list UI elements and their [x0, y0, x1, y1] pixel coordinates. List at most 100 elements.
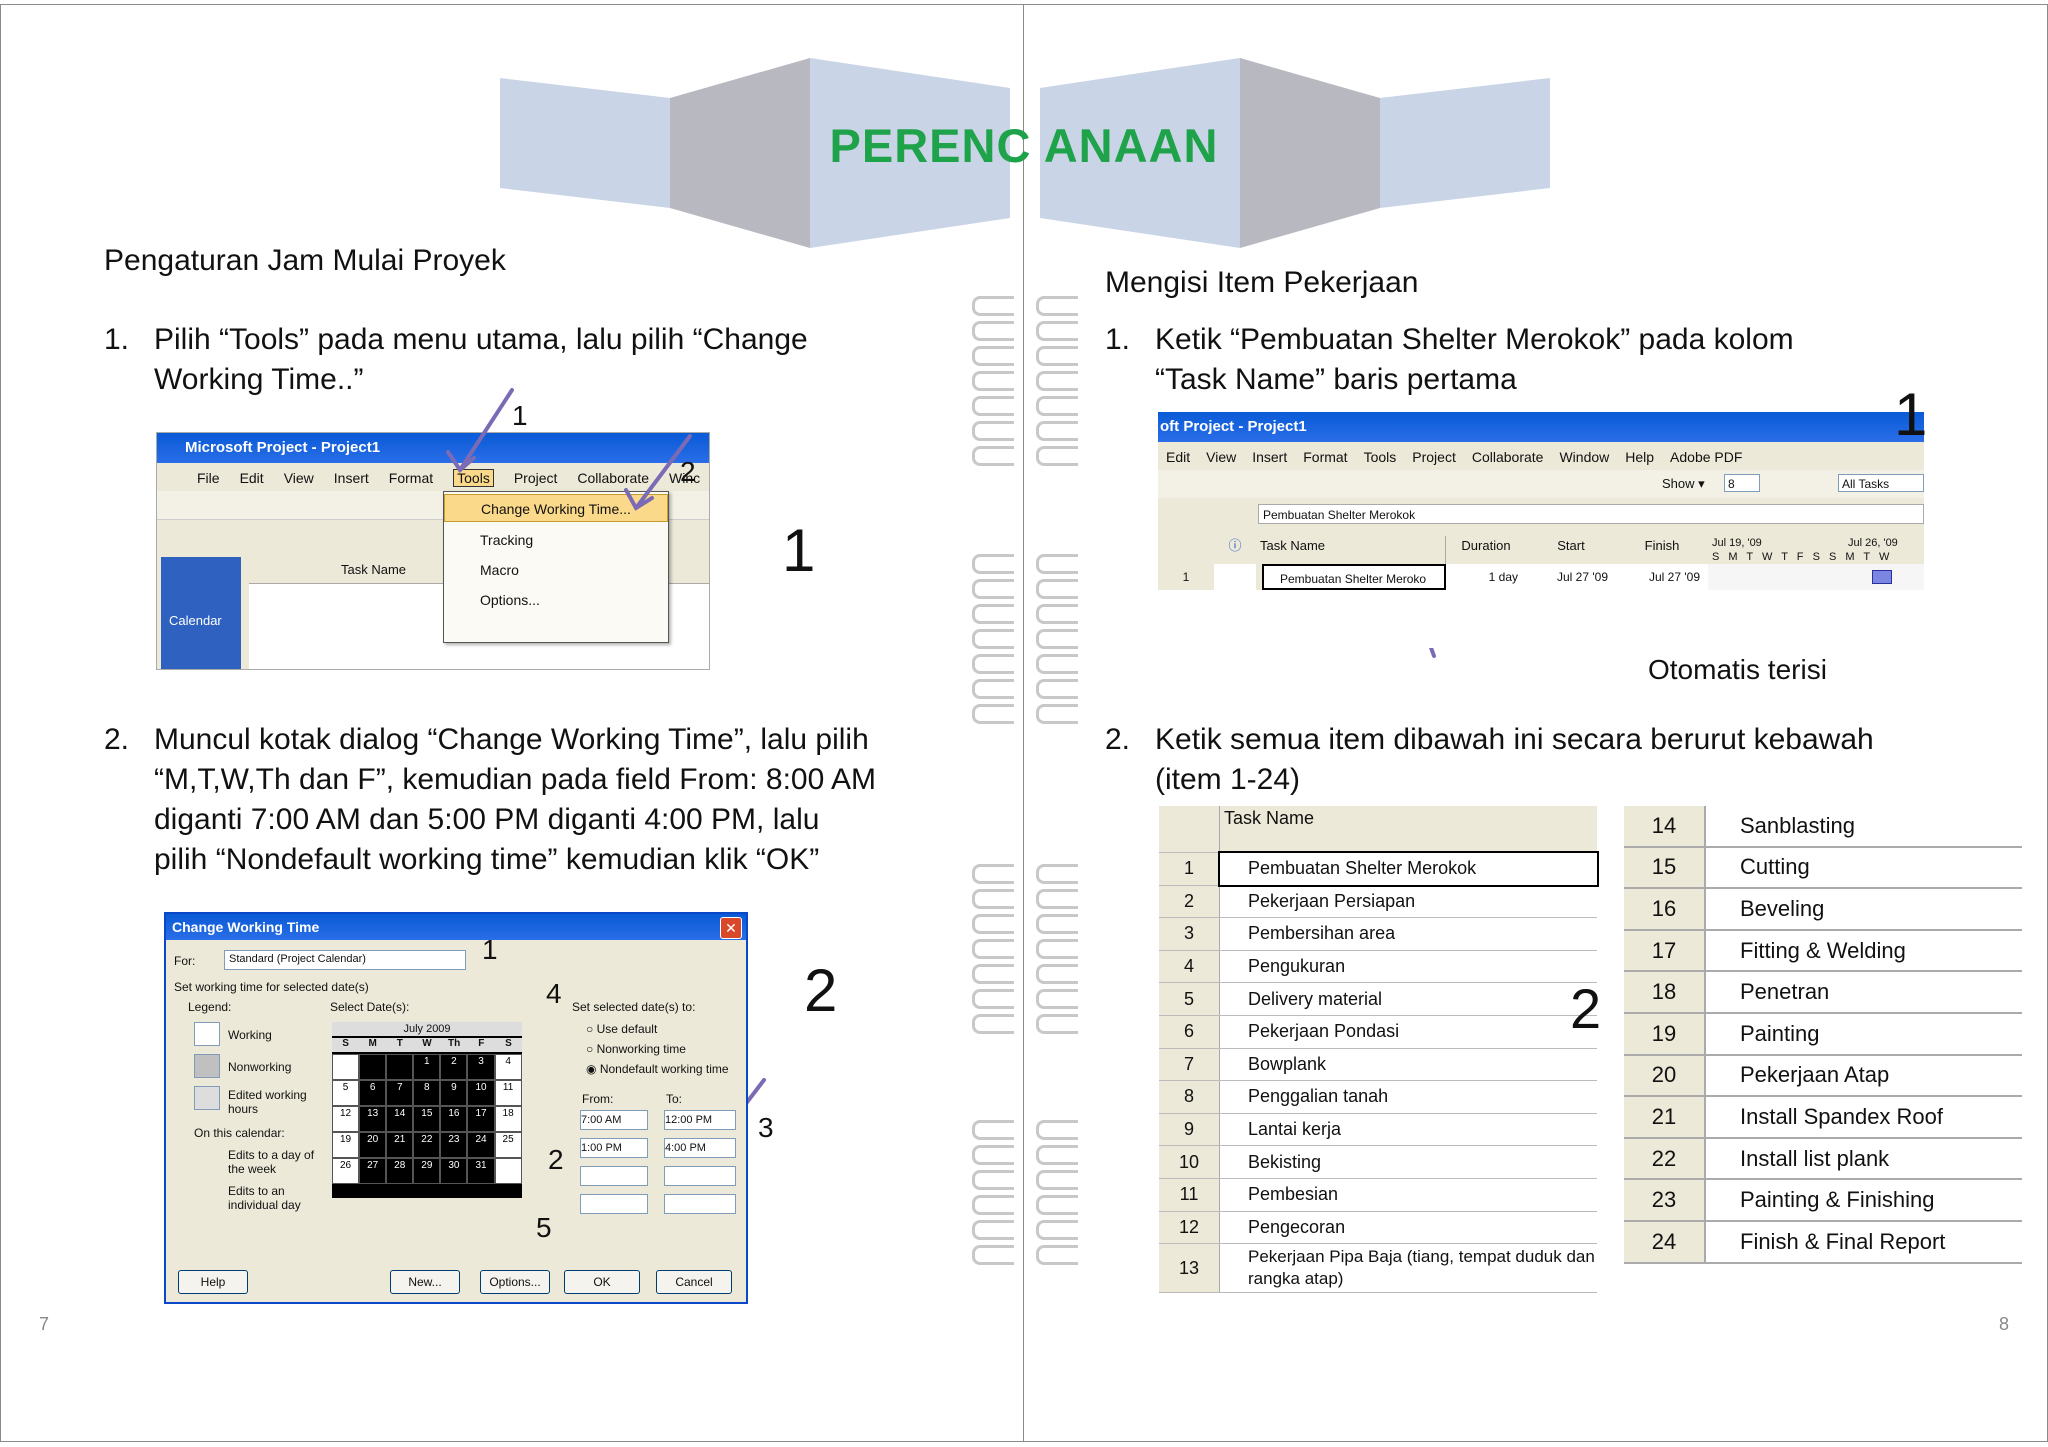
task-name-cell[interactable]: Sanblasting: [1705, 806, 2022, 848]
task-name-cell[interactable]: Pekerjaan Atap: [1705, 1054, 2022, 1098]
for-select[interactable]: Standard (Project Calendar): [224, 950, 466, 970]
calendar-day[interactable]: [494, 1158, 522, 1184]
calendar-day[interactable]: 31: [467, 1158, 495, 1184]
calendar-day[interactable]: 20: [359, 1132, 387, 1158]
weekday-label[interactable]: T: [396, 1038, 403, 1049]
to-field-3[interactable]: [664, 1166, 736, 1186]
menu-item-tracking[interactable]: Tracking: [480, 532, 534, 548]
weekday-label[interactable]: F: [478, 1038, 485, 1049]
task-name-cell[interactable]: Finish & Final Report: [1705, 1220, 2022, 1264]
calendar-day[interactable]: 10: [467, 1080, 495, 1106]
calendar-day[interactable]: 4: [494, 1054, 522, 1080]
calendar-day[interactable]: 16: [440, 1106, 468, 1132]
calendar-day[interactable]: 22: [413, 1132, 441, 1158]
calendar-day[interactable]: 14: [386, 1106, 414, 1132]
menu-item-change-working-time[interactable]: Change Working Time...: [444, 494, 668, 522]
calendar-day[interactable]: 8: [413, 1080, 441, 1106]
calendar-view-label[interactable]: Calendar: [169, 613, 222, 628]
entry-bar[interactable]: Pembuatan Shelter Merokok: [1258, 504, 1924, 524]
to-field-1[interactable]: 12:00 PM: [664, 1110, 736, 1130]
menu-file[interactable]: File: [197, 470, 220, 486]
calendar-day[interactable]: 9: [440, 1080, 468, 1106]
ok-button[interactable]: OK: [564, 1270, 640, 1294]
task-name-cell[interactable]: Penetran: [1705, 971, 2022, 1014]
calendar-day[interactable]: 30: [440, 1158, 468, 1184]
menu-collaborate[interactable]: Collaborate: [577, 470, 650, 486]
task-name-cell[interactable]: Delivery material: [1219, 982, 1597, 1016]
menu-window[interactable]: Window: [1559, 449, 1610, 465]
menu-tools[interactable]: Tools: [453, 469, 494, 487]
calendar-day[interactable]: [332, 1054, 360, 1080]
weekday-label[interactable]: M: [368, 1038, 377, 1049]
show-dropdown[interactable]: Show ▾: [1662, 476, 1705, 491]
menu-edit[interactable]: Edit: [239, 470, 264, 486]
weekday-label[interactable]: S: [505, 1038, 512, 1049]
calendar-day[interactable]: 28: [386, 1158, 414, 1184]
radio-use-default[interactable]: ○ Use default: [586, 1022, 658, 1036]
task-name-cell[interactable]: Pengukuran: [1219, 950, 1597, 984]
calendar-day[interactable]: 11: [494, 1080, 522, 1106]
calendar-day[interactable]: 15: [413, 1106, 441, 1132]
task-name-cell[interactable]: Penggalian tanah: [1219, 1080, 1597, 1114]
duration-cell[interactable]: 1 day: [1446, 564, 1526, 590]
to-field-4[interactable]: [664, 1194, 736, 1214]
from-field-3[interactable]: [580, 1166, 648, 1186]
task-name-cell[interactable]: Pembesian: [1219, 1178, 1597, 1212]
calendar-day[interactable]: 6: [359, 1080, 387, 1106]
task-name-cell[interactable]: Cutting: [1705, 846, 2022, 890]
calendar-day[interactable]: 18: [494, 1106, 522, 1132]
menu-project[interactable]: Project: [513, 470, 558, 486]
task-name-cell[interactable]: Pembersihan area: [1219, 917, 1597, 951]
task-name-cell[interactable]: Fitting & Welding: [1705, 929, 2022, 973]
task-name-cell[interactable]: Pembuatan Shelter Merokok: [1217, 850, 1599, 888]
radio-nondefault[interactable]: ◉ Nondefault working time: [586, 1062, 729, 1076]
menu-insert[interactable]: Insert: [333, 470, 369, 486]
task-name-cell[interactable]: Install list plank: [1705, 1137, 2022, 1181]
radio-nonworking[interactable]: ○ Nonworking time: [586, 1042, 686, 1056]
task-name-cell[interactable]: Pembuatan Shelter Meroko: [1262, 564, 1446, 590]
menu-item-options[interactable]: Options...: [480, 592, 540, 608]
filter-field[interactable]: All Tasks: [1838, 474, 1924, 492]
close-icon[interactable]: ✕: [720, 917, 742, 939]
menu-view[interactable]: View: [1206, 449, 1237, 465]
calendar-day[interactable]: 1: [413, 1054, 441, 1080]
task-name-cell[interactable]: Install Spandex Roof: [1705, 1096, 2022, 1139]
menu-tools[interactable]: Tools: [1363, 449, 1397, 465]
menu-adobe-pdf[interactable]: Adobe PDF: [1670, 449, 1743, 465]
task-name-cell[interactable]: Bowplank: [1219, 1048, 1597, 1082]
calendar-day[interactable]: 12: [332, 1106, 360, 1132]
font-size-field[interactable]: 8: [1724, 474, 1760, 492]
calendar-day[interactable]: 5: [332, 1080, 360, 1106]
calendar-day[interactable]: [359, 1054, 387, 1080]
gantt-bar[interactable]: [1872, 570, 1892, 584]
task-name-cell[interactable]: Pekerjaan Persiapan: [1219, 885, 1597, 919]
menu-insert[interactable]: Insert: [1252, 449, 1288, 465]
calendar-day[interactable]: 19: [332, 1132, 360, 1158]
menu-format[interactable]: Format: [1303, 449, 1348, 465]
task-name-cell[interactable]: Pekerjaan Pipa Baja (tiang, tempat duduk…: [1219, 1243, 1597, 1294]
calendar-day[interactable]: 2: [440, 1054, 468, 1080]
calendar-day[interactable]: 21: [386, 1132, 414, 1158]
calendar-day[interactable]: 17: [467, 1106, 495, 1132]
task-name-cell[interactable]: Beveling: [1705, 888, 2022, 931]
calendar-day[interactable]: 26: [332, 1158, 360, 1184]
weekday-label[interactable]: S: [342, 1038, 349, 1049]
from-field-2[interactable]: 1:00 PM: [580, 1138, 648, 1158]
finish-cell[interactable]: Jul 27 '09: [1616, 564, 1708, 590]
task-name-cell[interactable]: Pekerjaan Pondasi: [1219, 1015, 1597, 1049]
